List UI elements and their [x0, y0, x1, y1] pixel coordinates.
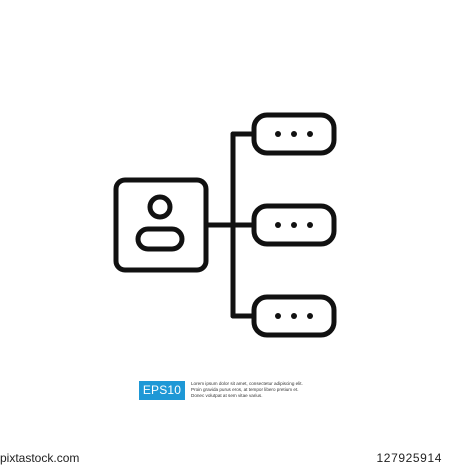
eps-badge: EPS10 — [139, 381, 185, 400]
description-line: Proin gravida purus eros, at tempor libe… — [191, 387, 299, 393]
description-text: Lorem ipsum dolor sit amet, consectetur … — [191, 381, 341, 400]
branch-node-top — [251, 112, 337, 156]
dot-icon — [291, 313, 297, 319]
dot-icon — [307, 131, 313, 137]
dot-icon — [275, 131, 281, 137]
dot-icon — [307, 313, 313, 319]
footer-bar — [0, 443, 450, 469]
user-body-icon — [135, 226, 185, 252]
dot-icon — [307, 222, 313, 228]
brand-name: pixtastock.com — [0, 451, 80, 465]
dot-icon — [291, 131, 297, 137]
description-line: Donec volutpat at sem vitae varius. — [191, 393, 263, 399]
branch-node-middle — [251, 203, 337, 247]
profile-card-icon — [113, 177, 209, 273]
image-number: 127925914 — [376, 451, 442, 465]
user-head-icon — [147, 194, 173, 220]
dot-icon — [291, 222, 297, 228]
description-line: Lorem ipsum dolor sit amet, consectetur … — [191, 381, 303, 386]
branch-node-bottom — [251, 294, 337, 338]
dot-icon — [275, 313, 281, 319]
dot-icon — [275, 222, 281, 228]
